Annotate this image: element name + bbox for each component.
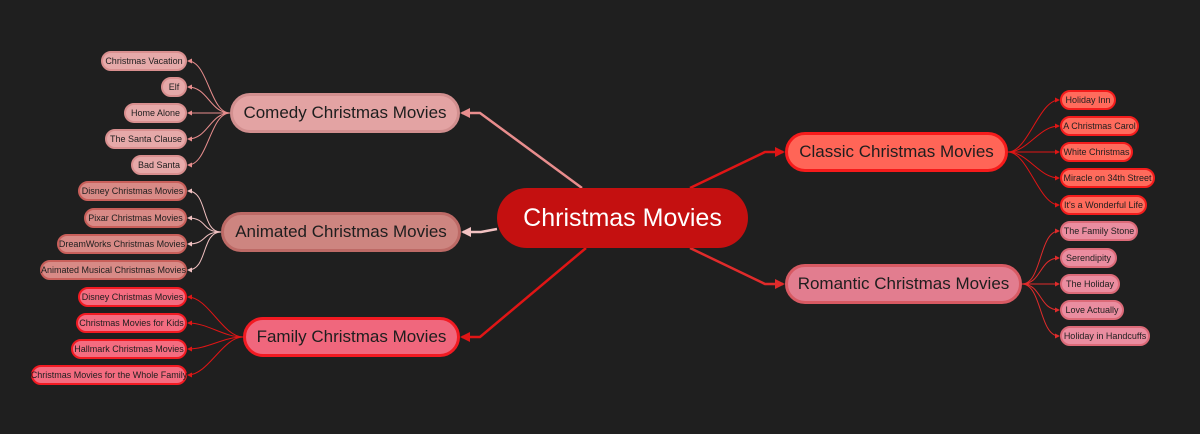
branch-family[interactable]: Family Christmas Movies [243,317,460,357]
branch-animated[interactable]: Animated Christmas Movies [221,212,461,252]
edge-animated-leaf-4 [187,231,222,273]
leaf-comedy-1[interactable]: Christmas Vacation [101,51,187,71]
edge-comedy-leaf-1 [187,58,231,114]
leaf-family-4[interactable]: Christmas Movies for the Whole Family [31,365,187,385]
leaf-animated-4[interactable]: Animated Musical Christmas Movies [40,260,187,280]
edge-romantic-leaf-4 [1021,283,1060,313]
edge-romantic-leaf-1 [1021,228,1060,285]
leaf-classic-3[interactable]: White Christmas [1060,142,1133,162]
leaf-classic-2[interactable]: A Christmas Carol [1060,116,1139,136]
leaf-animated-2[interactable]: Pixar Christmas Movies [84,208,187,228]
leaf-classic-4[interactable]: Miracle on 34th Street [1060,168,1155,188]
edge-comedy-leaf-4 [187,112,231,142]
leaf-comedy-4[interactable]: The Santa Clause [105,129,187,149]
edge-comedy-leaf-5 [187,112,231,168]
edge-animated-leaf-1 [187,188,222,233]
branch-comedy[interactable]: Comedy Christmas Movies [230,93,460,133]
leaf-family-3[interactable]: Hallmark Christmas Movies [71,339,187,359]
edge-classic-leaf-4 [1007,151,1060,181]
edge-classic-leaf-2 [1007,123,1060,153]
leaf-classic-1[interactable]: Holiday Inn [1060,90,1116,110]
edge-romantic-leaf-5 [1021,283,1060,339]
leaf-family-1[interactable]: Disney Christmas Movies [78,287,187,307]
leaf-animated-3[interactable]: DreamWorks Christmas Movies [57,234,187,254]
leaf-comedy-3[interactable]: Home Alone [124,103,187,123]
branch-classic[interactable]: Classic Christmas Movies [785,132,1008,172]
edge-root-animated [461,227,498,237]
edge-animated-leaf-2 [187,215,222,233]
leaf-romantic-1[interactable]: The Family Stone [1060,221,1138,241]
leaf-classic-5[interactable]: It's a Wonderful Life [1060,195,1147,215]
leaf-romantic-5[interactable]: Holiday in Handcuffs [1060,326,1150,346]
edge-root-comedy [460,108,583,190]
edge-family-leaf-2 [187,320,244,338]
edge-comedy-leaf-2 [187,84,231,114]
edge-family-leaf-1 [187,294,244,338]
edge-root-romantic [689,246,785,289]
leaf-romantic-3[interactable]: The Holiday [1060,274,1120,294]
edge-root-family [460,247,587,342]
leaf-animated-1[interactable]: Disney Christmas Movies [78,181,187,201]
root-node[interactable]: Christmas Movies [497,188,748,248]
edge-classic-leaf-5 [1007,151,1060,208]
branch-romantic[interactable]: Romantic Christmas Movies [785,264,1022,304]
leaf-romantic-2[interactable]: Serendipity [1060,248,1117,268]
leaf-family-2[interactable]: Christmas Movies for Kids [76,313,187,333]
leaf-comedy-2[interactable]: Elf [161,77,187,97]
leaf-comedy-5[interactable]: Bad Santa [131,155,187,175]
edge-animated-leaf-3 [187,231,222,247]
edge-romantic-leaf-2 [1021,255,1060,285]
leaf-romantic-4[interactable]: Love Actually [1060,300,1124,320]
edge-classic-leaf-1 [1007,97,1060,153]
edge-root-classic [689,147,785,190]
edge-family-leaf-4 [187,336,244,378]
